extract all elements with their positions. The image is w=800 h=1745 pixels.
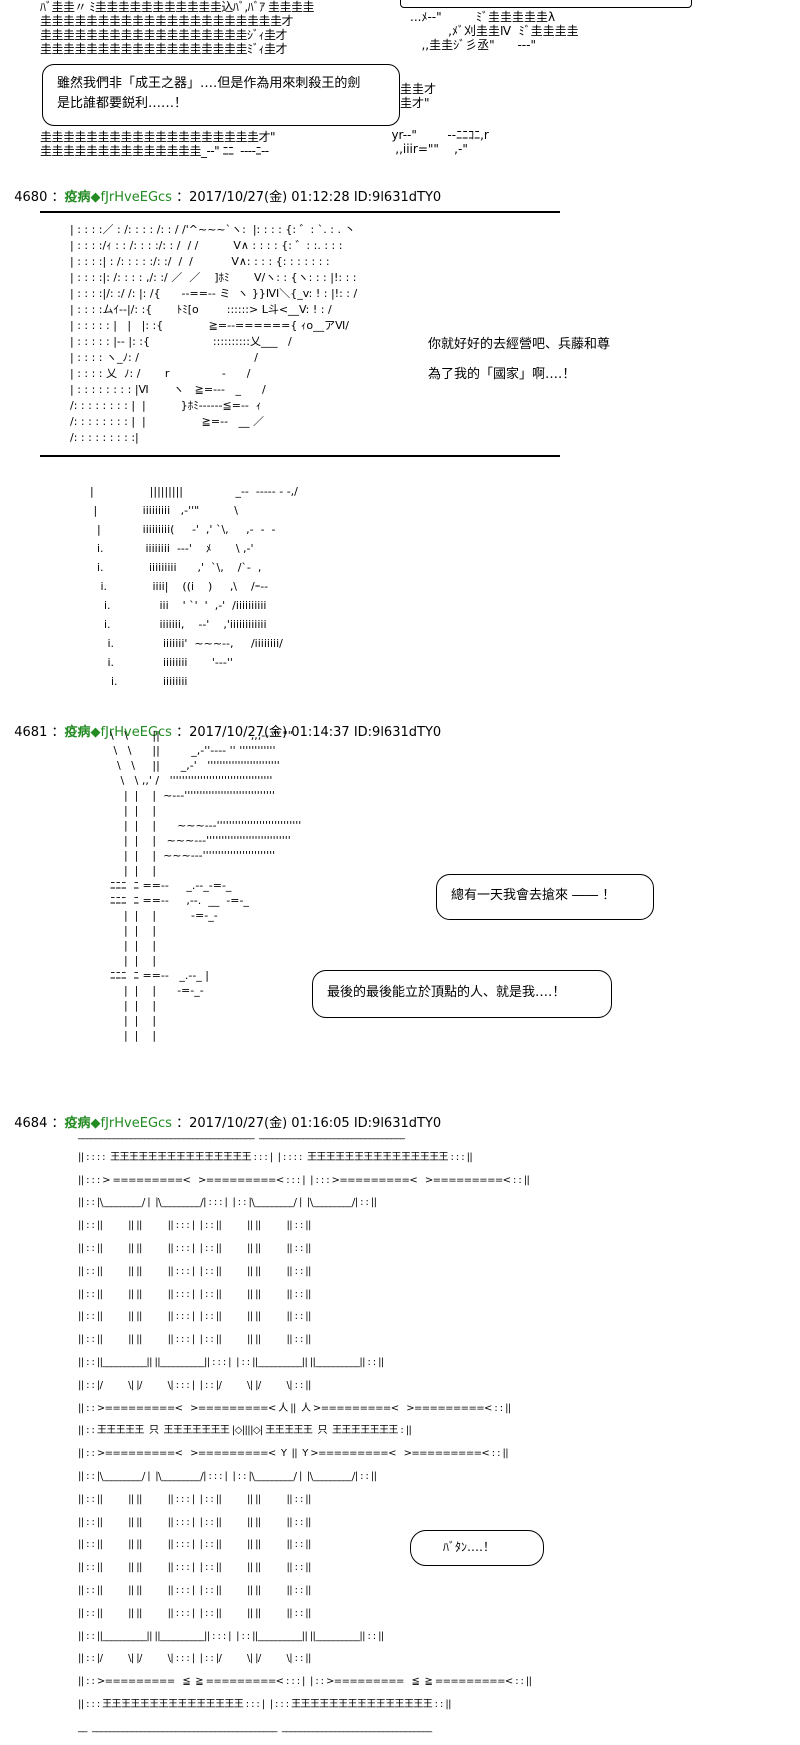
post-header-4684: 4684 ：疫病◆fJrHveEGcs ：2017/10/27(金) 01:16… [14,1116,442,1131]
bubble-1-line-1: 雖然我們非「成王之器」‥‥但是作為用來刺殺王的劍 [57,76,361,91]
aa-art-speed-lines: \ \ || ,,,---'' "" \ \ || _,-''---- '' '… [110,729,302,1042]
sfx-text: ﾊﾞﾀﾝ‥‥！ [443,1540,496,1554]
panel-2-bottom-rule [40,455,560,457]
panel-2-top-rule [40,211,560,213]
aa-bubble-side: 圭圭才 圭才" [400,82,437,110]
aa-art-profile: | ||||||||| _-- ----- - -,/ | iiiiiiiii … [90,485,298,688]
poster-trip: ◆fJrHveEGcs [90,190,172,205]
bubble-1-line-2: 是比誰都要鋭利‥‥‥！ [57,96,188,111]
speech-bubble-1: 雖然我們非「成王之器」‥‥但是作為用來刺殺王的劍 是比誰都要鋭利‥‥‥！ [42,64,400,126]
sfx-bubble: ﾊﾞﾀﾝ‥‥！ [410,1530,544,1566]
top-right-box [400,0,692,8]
post-header-4680: 4680 ：疫病◆fJrHveEGcs ：2017/10/27(金) 01:12… [14,190,442,205]
aa-art-right-top: ...ﾒ--" ﾐﾞ圭圭圭圭圭λ ,ﾒﾞ刈圭圭Ⅳ ﾐﾞ圭圭圭圭 ,,圭圭ｼﾞ彡丞… [410,10,579,52]
speech-bubble-2: 總有一天我會去搶來 ―― ！ [436,874,654,920]
panel-2-line-1: 你就好好的去經營吧、兵藤和尊 [428,337,611,352]
panel-2-line-2: 為了我的「國家」啊‥‥！ [428,367,576,382]
bubble-3-text: 最後的最後能立於頂點的人、就是我‥‥！ [327,985,566,1000]
post-number: 4681 [14,725,48,740]
post-id[interactable]: ID:9l631dTY0 [353,725,442,740]
post-id[interactable]: ID:9l631dTY0 [353,190,442,205]
post-date: 2017/10/27(金) 01:16:05 [189,1116,350,1131]
post-number: 4684 [14,1116,48,1131]
poster-trip: ◆fJrHveEGcs [90,1116,172,1131]
bubble-2-text: 總有一天我會去搶來 ―― ！ [451,888,616,903]
post-header-4681: 4681 ：疫病◆fJrHveEGcs ：2017/10/27(金) 01:14… [14,725,442,740]
poster-name[interactable]: 疫病 [64,725,91,740]
aa-art-face: | : : : :／ : /: : : : /: : / /'^~~~`ヽ: |… [70,223,358,444]
speech-bubble-3: 最後的最後能立於頂點的人、就是我‥‥！ [312,970,612,1018]
aa-art-top: ﾊﾞ圭圭〃 ﾐ圭圭圭圭圭圭圭圭圭圭圭込ﾊﾞ,ﾊﾞｱ 圭圭圭圭 圭圭圭圭圭圭圭圭圭… [40,0,314,56]
aa-art-doors: ________________________________________… [78,1129,532,1733]
aa-art-bottom: 圭圭圭圭圭圭圭圭圭圭圭圭圭圭圭圭圭圭圭才" 圭圭圭圭圭圭圭圭圭圭圭圭圭圭_--"… [40,130,276,158]
post-number: 4680 [14,190,48,205]
post-date: 2017/10/27(金) 01:12:28 [189,190,350,205]
aa-art-bottom-right: yr--" --ﾆﾆｺﾆ,r ,,iiir="" ,-" [391,128,489,156]
poster-name[interactable]: 疫病 [64,190,91,205]
poster-name[interactable]: 疫病 [64,1116,91,1131]
poster-trip: ◆fJrHveEGcs [90,725,172,740]
post-date: 2017/10/27(金) 01:14:37 [189,725,350,740]
post-id[interactable]: ID:9l631dTY0 [353,1116,442,1131]
